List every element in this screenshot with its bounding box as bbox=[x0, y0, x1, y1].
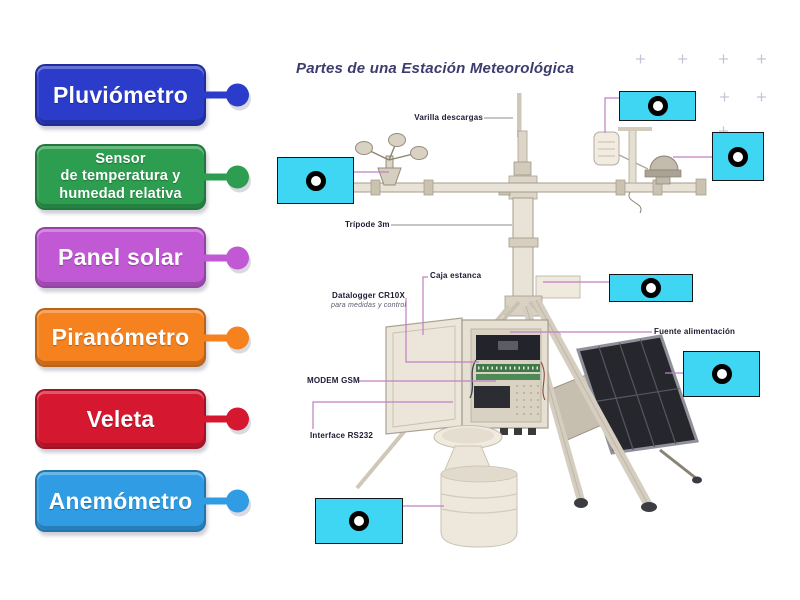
drop-zone-target-ring bbox=[305, 170, 326, 191]
word-chip-label: Panel solar bbox=[58, 244, 183, 270]
word-chip-stem bbox=[204, 334, 231, 341]
word-chip-knob bbox=[226, 489, 249, 513]
word-chip-anemometro[interactable]: Anemómetro bbox=[35, 470, 206, 532]
word-chip-row: Veleta bbox=[35, 389, 249, 449]
drop-zone-target-ring bbox=[711, 364, 732, 384]
word-chip-stem bbox=[204, 254, 231, 261]
word-chip-row: Panel solar bbox=[35, 227, 249, 288]
word-chip-knob bbox=[226, 407, 249, 431]
drop-zone-mast-bracket[interactable] bbox=[609, 274, 693, 302]
annotation-modem-gsm: MODEM GSM bbox=[307, 376, 360, 385]
anemometer-graphic bbox=[355, 133, 428, 186]
enclosure-graphic bbox=[385, 317, 549, 435]
word-chip-piranometro[interactable]: Piranómetro bbox=[35, 308, 206, 367]
annotation-tripode: Trípode 3m bbox=[345, 220, 390, 229]
word-chip-label: Piranómetro bbox=[51, 324, 190, 350]
word-chip-stem bbox=[204, 415, 231, 423]
drop-zone-target-ring bbox=[647, 96, 668, 116]
word-chip-row: Piranómetro bbox=[35, 308, 249, 367]
activity-title: Partes de una Estación Meteorológica bbox=[296, 60, 575, 77]
drop-zone-dome-sensor[interactable] bbox=[712, 132, 764, 181]
word-chip-knob bbox=[226, 165, 249, 189]
word-chip-label: Anemómetro bbox=[48, 487, 193, 514]
word-chip-sensor-temperatura-humedad[interactable]: Sensor de temperatura y humedad relativa bbox=[35, 144, 206, 210]
drop-zone-anemometer[interactable] bbox=[277, 157, 354, 204]
word-chip-pluviometro[interactable]: Pluviómetro bbox=[35, 64, 206, 126]
word-chip-row: Anemómetro bbox=[35, 470, 249, 532]
annotation-datalogger-subtitle: para medidas y control bbox=[331, 302, 407, 309]
word-chip-stem bbox=[204, 173, 231, 181]
crossarm bbox=[332, 178, 707, 196]
word-chip-row: Sensor de temperatura y humedad relativa bbox=[35, 144, 249, 210]
word-chip-stem bbox=[204, 91, 231, 99]
rain-gauge-graphic bbox=[433, 425, 518, 548]
drop-zone-target-ring bbox=[641, 278, 661, 298]
annotation-varilla-descargas: Varilla descargas bbox=[414, 113, 483, 122]
word-chip-knob bbox=[226, 246, 249, 269]
word-chip-label: Veleta bbox=[86, 405, 155, 432]
annotation-datalogger: Datalogger CR10X bbox=[332, 291, 405, 300]
word-chip-knob bbox=[226, 326, 249, 349]
word-chip-veleta[interactable]: Veleta bbox=[35, 389, 206, 449]
drop-zone-target-ring bbox=[349, 511, 369, 531]
connector-lines bbox=[312, 97, 713, 507]
word-chip-label: Sensor de temperatura y humedad relativa bbox=[59, 151, 182, 202]
drop-zone-target-ring bbox=[728, 146, 748, 167]
word-chip-knob bbox=[226, 83, 249, 107]
sensor-shield-graphic bbox=[593, 131, 649, 170]
annotation-caja-estanca: Caja estanca bbox=[430, 271, 482, 280]
word-chip-panel-solar[interactable]: Panel solar bbox=[35, 227, 206, 288]
annotation-pointer-lines bbox=[391, 117, 513, 226]
word-chip-row: Pluviómetro bbox=[35, 64, 249, 126]
drop-zone-rain-gauge[interactable] bbox=[315, 498, 403, 544]
drop-zone-sensor-shield[interactable] bbox=[619, 91, 696, 121]
dome-sensor-graphic bbox=[618, 127, 682, 214]
drop-zone-solar-panel[interactable] bbox=[683, 351, 760, 397]
annotation-fuente-alimentacion: Fuente alimentación bbox=[654, 327, 736, 336]
annotation-interface-rs232: Interface RS232 bbox=[310, 431, 374, 440]
word-chip-label: Pluviómetro bbox=[52, 81, 189, 108]
word-chip-stem bbox=[204, 497, 231, 505]
